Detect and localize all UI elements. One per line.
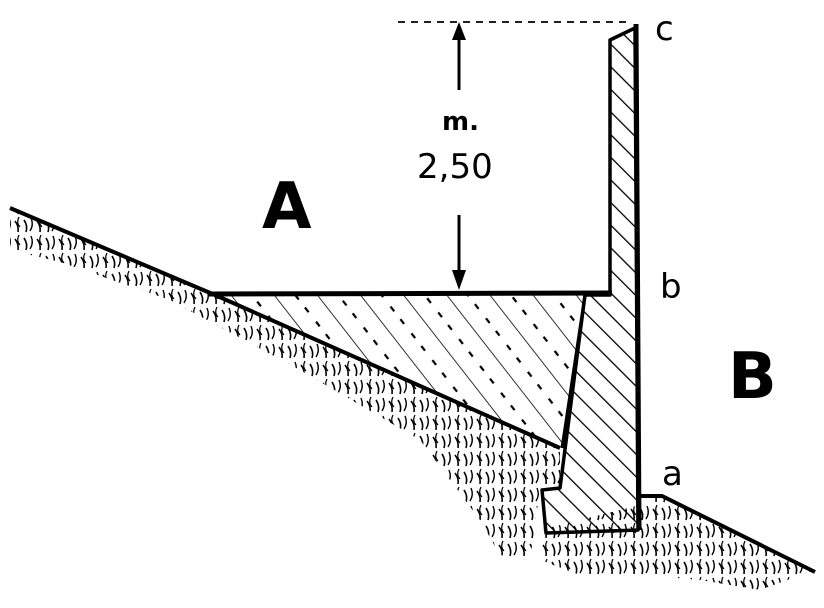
point-label-a: a	[662, 454, 683, 494]
region-label-b: B	[728, 340, 777, 414]
dimension-value: 2,50	[417, 147, 493, 187]
fill-surface	[207, 290, 613, 297]
ground-left	[10, 208, 560, 560]
dimension-arrow-down	[452, 270, 466, 290]
region-label-a: A	[262, 170, 312, 244]
wall-inner-face	[560, 294, 587, 449]
ground-slope-right	[640, 494, 816, 574]
dimension-arrow-up	[452, 22, 466, 40]
point-label-b: b	[660, 267, 682, 307]
backfill	[215, 295, 585, 448]
dimension-unit: m.	[442, 107, 479, 137]
wall-face-ca	[633, 23, 642, 531]
point-label-c: c	[655, 9, 674, 49]
